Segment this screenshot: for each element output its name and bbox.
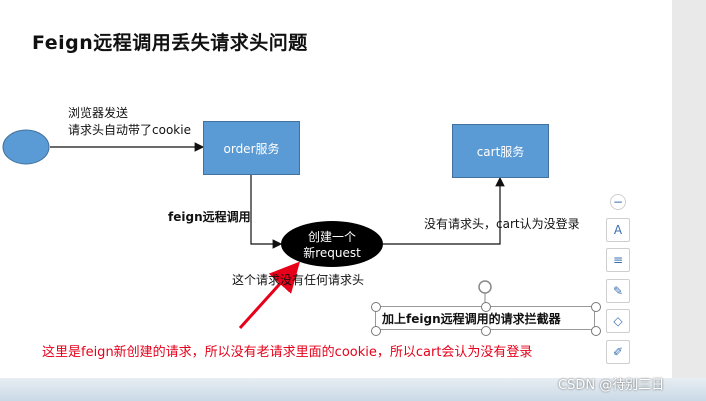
order-service-box: order服务 — [203, 121, 300, 175]
csdn-watermark: CSDN @待别三日 — [558, 378, 665, 393]
resize-handle-br[interactable] — [591, 326, 601, 336]
red-annotation-text: 这里是feign新创建的请求，所以没有老请求里面的cookie，所以cart会认… — [42, 345, 533, 360]
rotate-handle-icon[interactable] — [478, 280, 492, 294]
no-header-cart-label: 没有请求头，cart认为没登录 — [424, 217, 580, 231]
ellipse-text-line2: 新request — [303, 246, 361, 260]
new-request-ellipse — [281, 221, 383, 267]
right-panel — [672, 0, 706, 401]
edit-icon[interactable]: ✐ — [606, 340, 630, 364]
resize-handle-tl[interactable] — [371, 302, 381, 312]
arrow-order-to-request — [250, 173, 283, 249]
ellipse-text-line1: 创建一个 — [307, 230, 356, 244]
text-style-icon[interactable]: A — [606, 218, 630, 242]
slide-canvas — [0, 0, 672, 388]
resize-handle-bl[interactable] — [371, 326, 381, 336]
layers-icon[interactable]: ≡ — [606, 248, 630, 272]
resize-handle-tr[interactable] — [591, 302, 601, 312]
no-header-below-label: 这个请求没有任何请求头 — [232, 273, 365, 287]
red-annotation-arrow — [238, 261, 301, 330]
slide-title: Feign远程调用丢失请求头问题 — [32, 32, 308, 54]
browser-label-line2: 请求头自动带了cookie — [68, 123, 191, 137]
bottom-background — [0, 378, 706, 401]
browser-label-line1: 浏览器发送 — [68, 106, 129, 120]
resize-handle-bc[interactable] — [481, 326, 491, 336]
fill-icon[interactable]: ◇ — [606, 309, 630, 333]
pen-icon[interactable]: ✎ — [606, 279, 630, 303]
arrow-request-to-cart — [383, 176, 505, 245]
cart-service-box: cart服务 — [452, 124, 549, 178]
minus-icon[interactable]: − — [610, 194, 626, 210]
start-node — [2, 129, 50, 165]
resize-handle-tc[interactable] — [481, 302, 491, 312]
feign-call-label: feign远程调用 — [168, 210, 251, 224]
ellipse-text: 创建一个 新request — [290, 229, 374, 261]
